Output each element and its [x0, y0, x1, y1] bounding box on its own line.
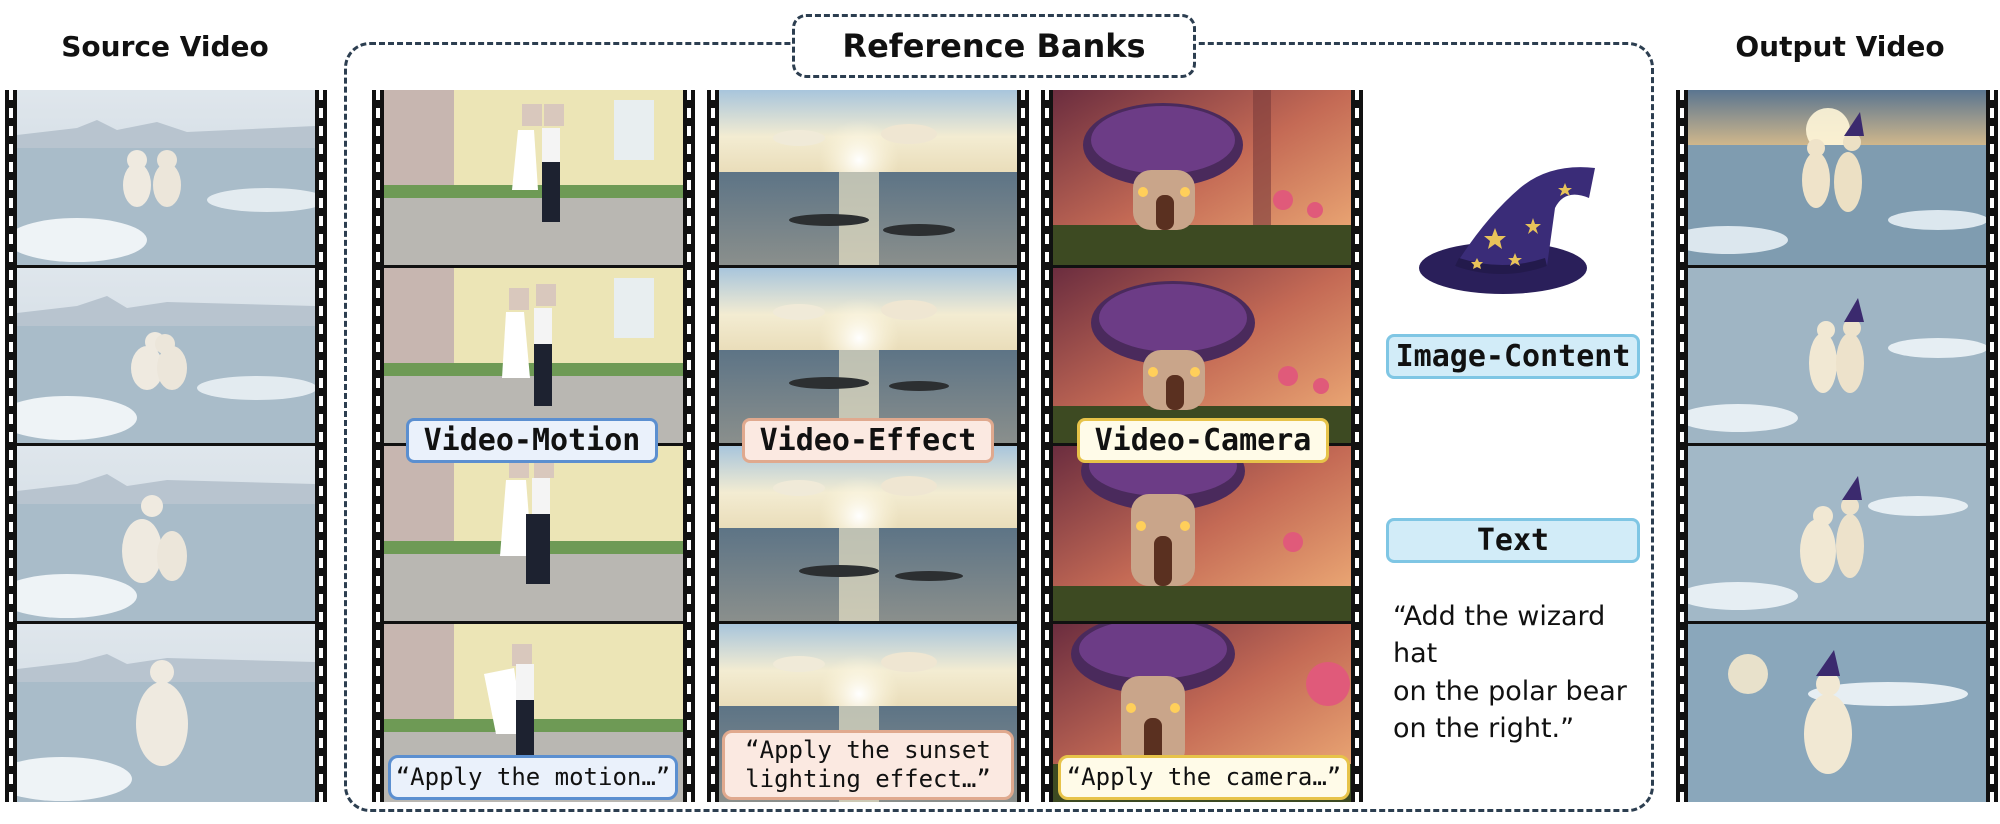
text-label: Text: [1386, 518, 1640, 563]
source-video-title: Source Video: [61, 30, 269, 63]
camera-frame-1: [1053, 90, 1351, 265]
effect-prompt: “Apply the sunset lighting effect…”: [722, 730, 1014, 800]
video-camera-strip: [1041, 90, 1363, 802]
output-frame-3: [1688, 446, 1986, 621]
output-frame-2: [1688, 268, 1986, 443]
source-frame-1: [17, 90, 315, 265]
image-content-label: Image-Content: [1386, 334, 1640, 379]
camera-frame-2: [1053, 268, 1351, 443]
output-video-title: Output Video: [1735, 30, 1945, 63]
text-prompt: “Add the wizard hat on the polar bear on…: [1393, 601, 1627, 744]
output-video-strip: [1676, 90, 1998, 802]
motion-frame-2: [384, 268, 683, 443]
source-video-strip: [5, 90, 327, 802]
effect-frame-3: [719, 446, 1017, 621]
output-frame-1: [1688, 90, 1986, 265]
video-motion-strip: [372, 90, 695, 802]
motion-frame-1: [384, 90, 683, 265]
video-effect-label: Video-Effect: [742, 418, 994, 463]
camera-frame-3: [1053, 446, 1351, 621]
source-frame-4: [17, 624, 315, 802]
output-frame-4: [1688, 624, 1986, 802]
wizard-hat-icon: [1415, 148, 1605, 318]
video-motion-label: Video-Motion: [406, 418, 658, 463]
source-frame-3: [17, 446, 315, 621]
motion-prompt: “Apply the motion…”: [388, 755, 678, 800]
motion-frame-3: [384, 446, 683, 621]
effect-frame-1: [719, 90, 1017, 265]
reference-bank-title: Reference Banks: [792, 14, 1196, 78]
camera-prompt: “Apply the camera…”: [1058, 755, 1350, 800]
source-frame-2: [17, 268, 315, 443]
video-camera-label: Video-Camera: [1077, 418, 1329, 463]
effect-frame-2: [719, 268, 1017, 443]
